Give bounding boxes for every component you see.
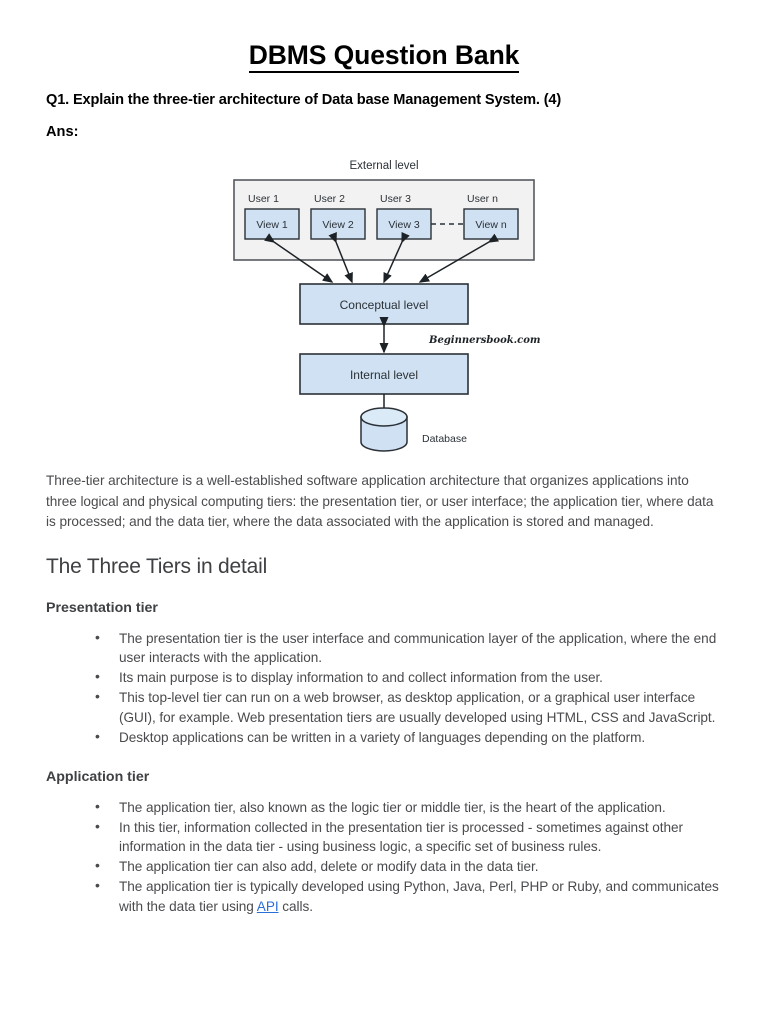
section-heading-three-tiers: The Three Tiers in detail bbox=[46, 554, 268, 578]
database-label: Database bbox=[422, 433, 467, 445]
question-text: Q1. Explain the three-tier architecture … bbox=[46, 92, 562, 108]
list-item: The presentation tier is the user interf… bbox=[95, 628, 722, 668]
user-2-label: User 2 bbox=[314, 193, 345, 205]
arrow-view2-conceptual bbox=[328, 231, 353, 284]
view-1-label: View 1 bbox=[256, 219, 287, 231]
list-item: The application tier, also known as the … bbox=[95, 797, 722, 818]
subheading-application-tier: Application tier bbox=[46, 768, 150, 785]
arrow-view3-conceptual bbox=[383, 231, 410, 284]
external-level-label: External level bbox=[349, 160, 418, 172]
conceptual-level-label: Conceptual level bbox=[340, 298, 429, 312]
application-tier-bullet-list: The application tier, also known as the … bbox=[46, 785, 722, 917]
database-cylinder-icon bbox=[360, 407, 408, 452]
presentation-tier-bullet-list: The presentation tier is the user interf… bbox=[46, 616, 722, 748]
user-3-label: User 3 bbox=[380, 193, 411, 205]
page-title: DBMS Question Bank bbox=[46, 0, 722, 73]
view-3-label: View 3 bbox=[388, 219, 419, 231]
internal-level-box bbox=[299, 353, 469, 395]
watermark-beginnersbook: Beginnersbook.com bbox=[428, 335, 541, 346]
list-item: Its main purpose is to display informati… bbox=[95, 667, 722, 688]
bullet-text-before: The application tier is typically develo… bbox=[119, 879, 719, 914]
intro-paragraph: Three-tier architecture is a well-establ… bbox=[46, 473, 714, 529]
three-tier-architecture-figure: External level User 1 User 2 User 3 User… bbox=[46, 140, 722, 454]
list-item: This top-level tier can run on a web bro… bbox=[95, 687, 722, 727]
answer-label: Ans: bbox=[46, 124, 79, 140]
list-item: In this tier, information collected in t… bbox=[95, 817, 722, 857]
list-item: Desktop applications can be written in a… bbox=[95, 727, 722, 748]
page-title-text: DBMS Question Bank bbox=[248, 40, 519, 73]
arrow-view1-conceptual bbox=[264, 233, 334, 283]
view-n-label: View n bbox=[475, 219, 506, 231]
user-n-label: User n bbox=[467, 193, 498, 205]
api-link[interactable]: API bbox=[256, 898, 279, 914]
subheading-presentation-tier: Presentation tier bbox=[46, 599, 158, 616]
bullet-text-after: calls. bbox=[278, 898, 313, 914]
three-tier-diagram-svg: External level User 1 User 2 User 3 User… bbox=[233, 160, 541, 452]
view-2-label: View 2 bbox=[322, 219, 353, 231]
list-item: The application tier can also add, delet… bbox=[95, 856, 722, 877]
user-1-label: User 1 bbox=[248, 193, 279, 205]
list-item-with-link: The application tier is typically develo… bbox=[95, 876, 722, 916]
internal-level-label: Internal level bbox=[350, 368, 418, 382]
arrow-viewn-conceptual bbox=[418, 233, 500, 283]
